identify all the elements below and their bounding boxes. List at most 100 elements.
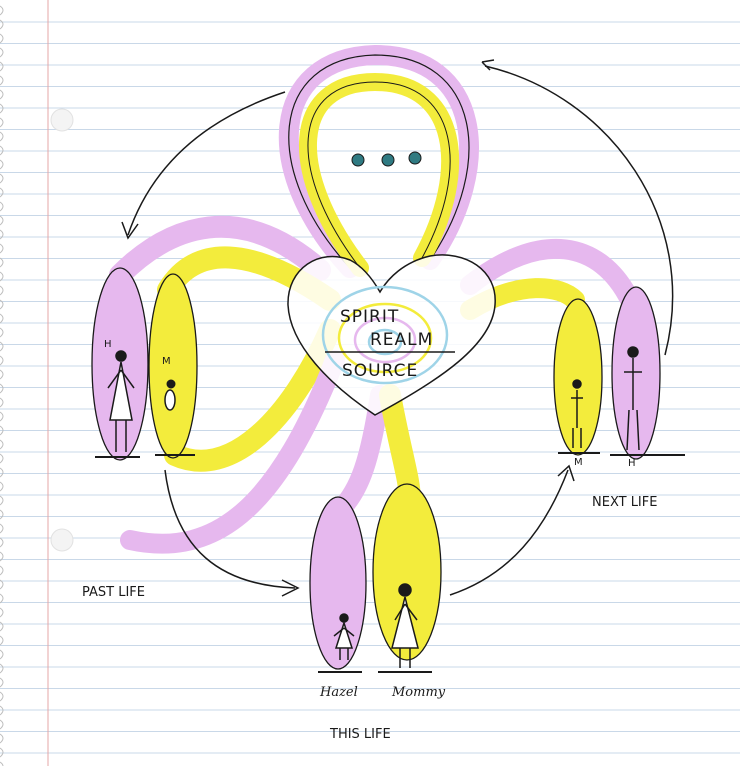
perforation: [0, 103, 4, 114]
next-pink-pod: [611, 286, 661, 460]
this-pink-name: Hazel: [319, 685, 358, 700]
perforation: [0, 663, 4, 674]
perforation: [0, 635, 4, 646]
this-pink-pod: [309, 496, 367, 670]
perforation: [0, 19, 4, 30]
perforation: [0, 89, 4, 100]
arrow-head-next: [557, 464, 575, 482]
three-dots: [351, 151, 422, 167]
heart-spiral: [321, 285, 449, 385]
next-adult-figure: [624, 346, 642, 451]
heart-label-realm: REALM: [370, 330, 433, 350]
heart-label-spirit: SPIRIT: [340, 307, 399, 327]
perforation: [0, 761, 4, 766]
past-yellow-tag: M: [162, 356, 171, 367]
perforation: [0, 299, 4, 310]
perforated-edge: [0, 5, 4, 766]
perforation: [0, 201, 4, 212]
perforation: [0, 187, 4, 198]
perforation: [0, 215, 4, 226]
this-life-label: THIS LIFE: [329, 727, 391, 742]
band-past-pink-bottom: [120, 350, 345, 554]
perforation: [0, 649, 4, 660]
this-adult-figure: [391, 583, 419, 668]
perforation: [0, 481, 4, 492]
perforation: [0, 453, 4, 464]
perforation: [0, 411, 4, 422]
past-baby-figure: [164, 379, 176, 411]
next-life-group: M H NEXT LIFE: [553, 286, 685, 510]
crown-loop-inner-outline: [307, 81, 451, 269]
perforation: [0, 47, 4, 58]
band-past-pink-top: [109, 215, 331, 286]
arrow-from-next-life: [484, 65, 674, 356]
perforation: [0, 677, 4, 688]
arrow-to-next-life: [449, 469, 569, 596]
perforation: [0, 551, 4, 562]
perforation: [0, 5, 4, 16]
next-yellow-pod: [553, 298, 603, 456]
arrow-head-past: [121, 221, 139, 240]
this-child-figure: [333, 613, 355, 660]
arrow-to-this-life: [164, 469, 296, 589]
perforation: [0, 705, 4, 716]
perforation: [0, 159, 4, 170]
arrow-tail-next: [481, 59, 495, 71]
perforation: [0, 747, 4, 758]
perforation: [0, 509, 4, 520]
perforation: [0, 75, 4, 86]
perforation: [0, 565, 4, 576]
perforation: [0, 145, 4, 156]
past-life-label: PAST LIFE: [82, 585, 145, 600]
next-pink-tag: H: [628, 458, 636, 469]
perforation: [0, 131, 4, 142]
perforation: [0, 383, 4, 394]
perforation: [0, 691, 4, 702]
perforation: [0, 313, 4, 324]
perforation: [0, 61, 4, 72]
arrow-head-this: [281, 579, 300, 597]
perforation: [0, 579, 4, 590]
heart-label-source: SOURCE: [342, 361, 418, 381]
perforation: [0, 719, 4, 730]
next-yellow-tag: M: [574, 457, 583, 468]
this-yellow-pod: [372, 483, 442, 661]
next-life-label: NEXT LIFE: [592, 495, 657, 510]
perforation: [0, 117, 4, 128]
dot-2: [381, 153, 395, 167]
perforation: [0, 425, 4, 436]
perforation: [0, 537, 4, 548]
perforation: [0, 593, 4, 604]
perforation: [0, 439, 4, 450]
perforation: [0, 271, 4, 282]
arrow-to-past-life: [127, 91, 286, 236]
perforation: [0, 285, 4, 296]
perforation: [0, 607, 4, 618]
binder-holes: [50, 108, 74, 552]
dot-1: [351, 153, 365, 167]
next-child-figure: [571, 379, 583, 448]
perforation: [0, 467, 4, 478]
perforation: [0, 397, 4, 408]
crown-loop-outline: [288, 54, 470, 269]
perforation: [0, 621, 4, 632]
perforation: [0, 229, 4, 240]
perforation: [0, 733, 4, 744]
perforation: [0, 327, 4, 338]
dot-3: [408, 151, 422, 165]
past-yellow-pod: [148, 273, 198, 459]
perforation: [0, 355, 4, 366]
perforation: [0, 341, 4, 352]
perforation: [0, 243, 4, 254]
band-next-pink: [460, 238, 640, 310]
cycle-arrows: [121, 59, 674, 597]
perforation: [0, 495, 4, 506]
perforation: [0, 523, 4, 534]
heart: [287, 254, 496, 416]
perforation: [0, 173, 4, 184]
past-life-group: H M PAST LIFE: [82, 267, 198, 600]
perforation: [0, 369, 4, 380]
past-adult-figure: [107, 350, 135, 452]
